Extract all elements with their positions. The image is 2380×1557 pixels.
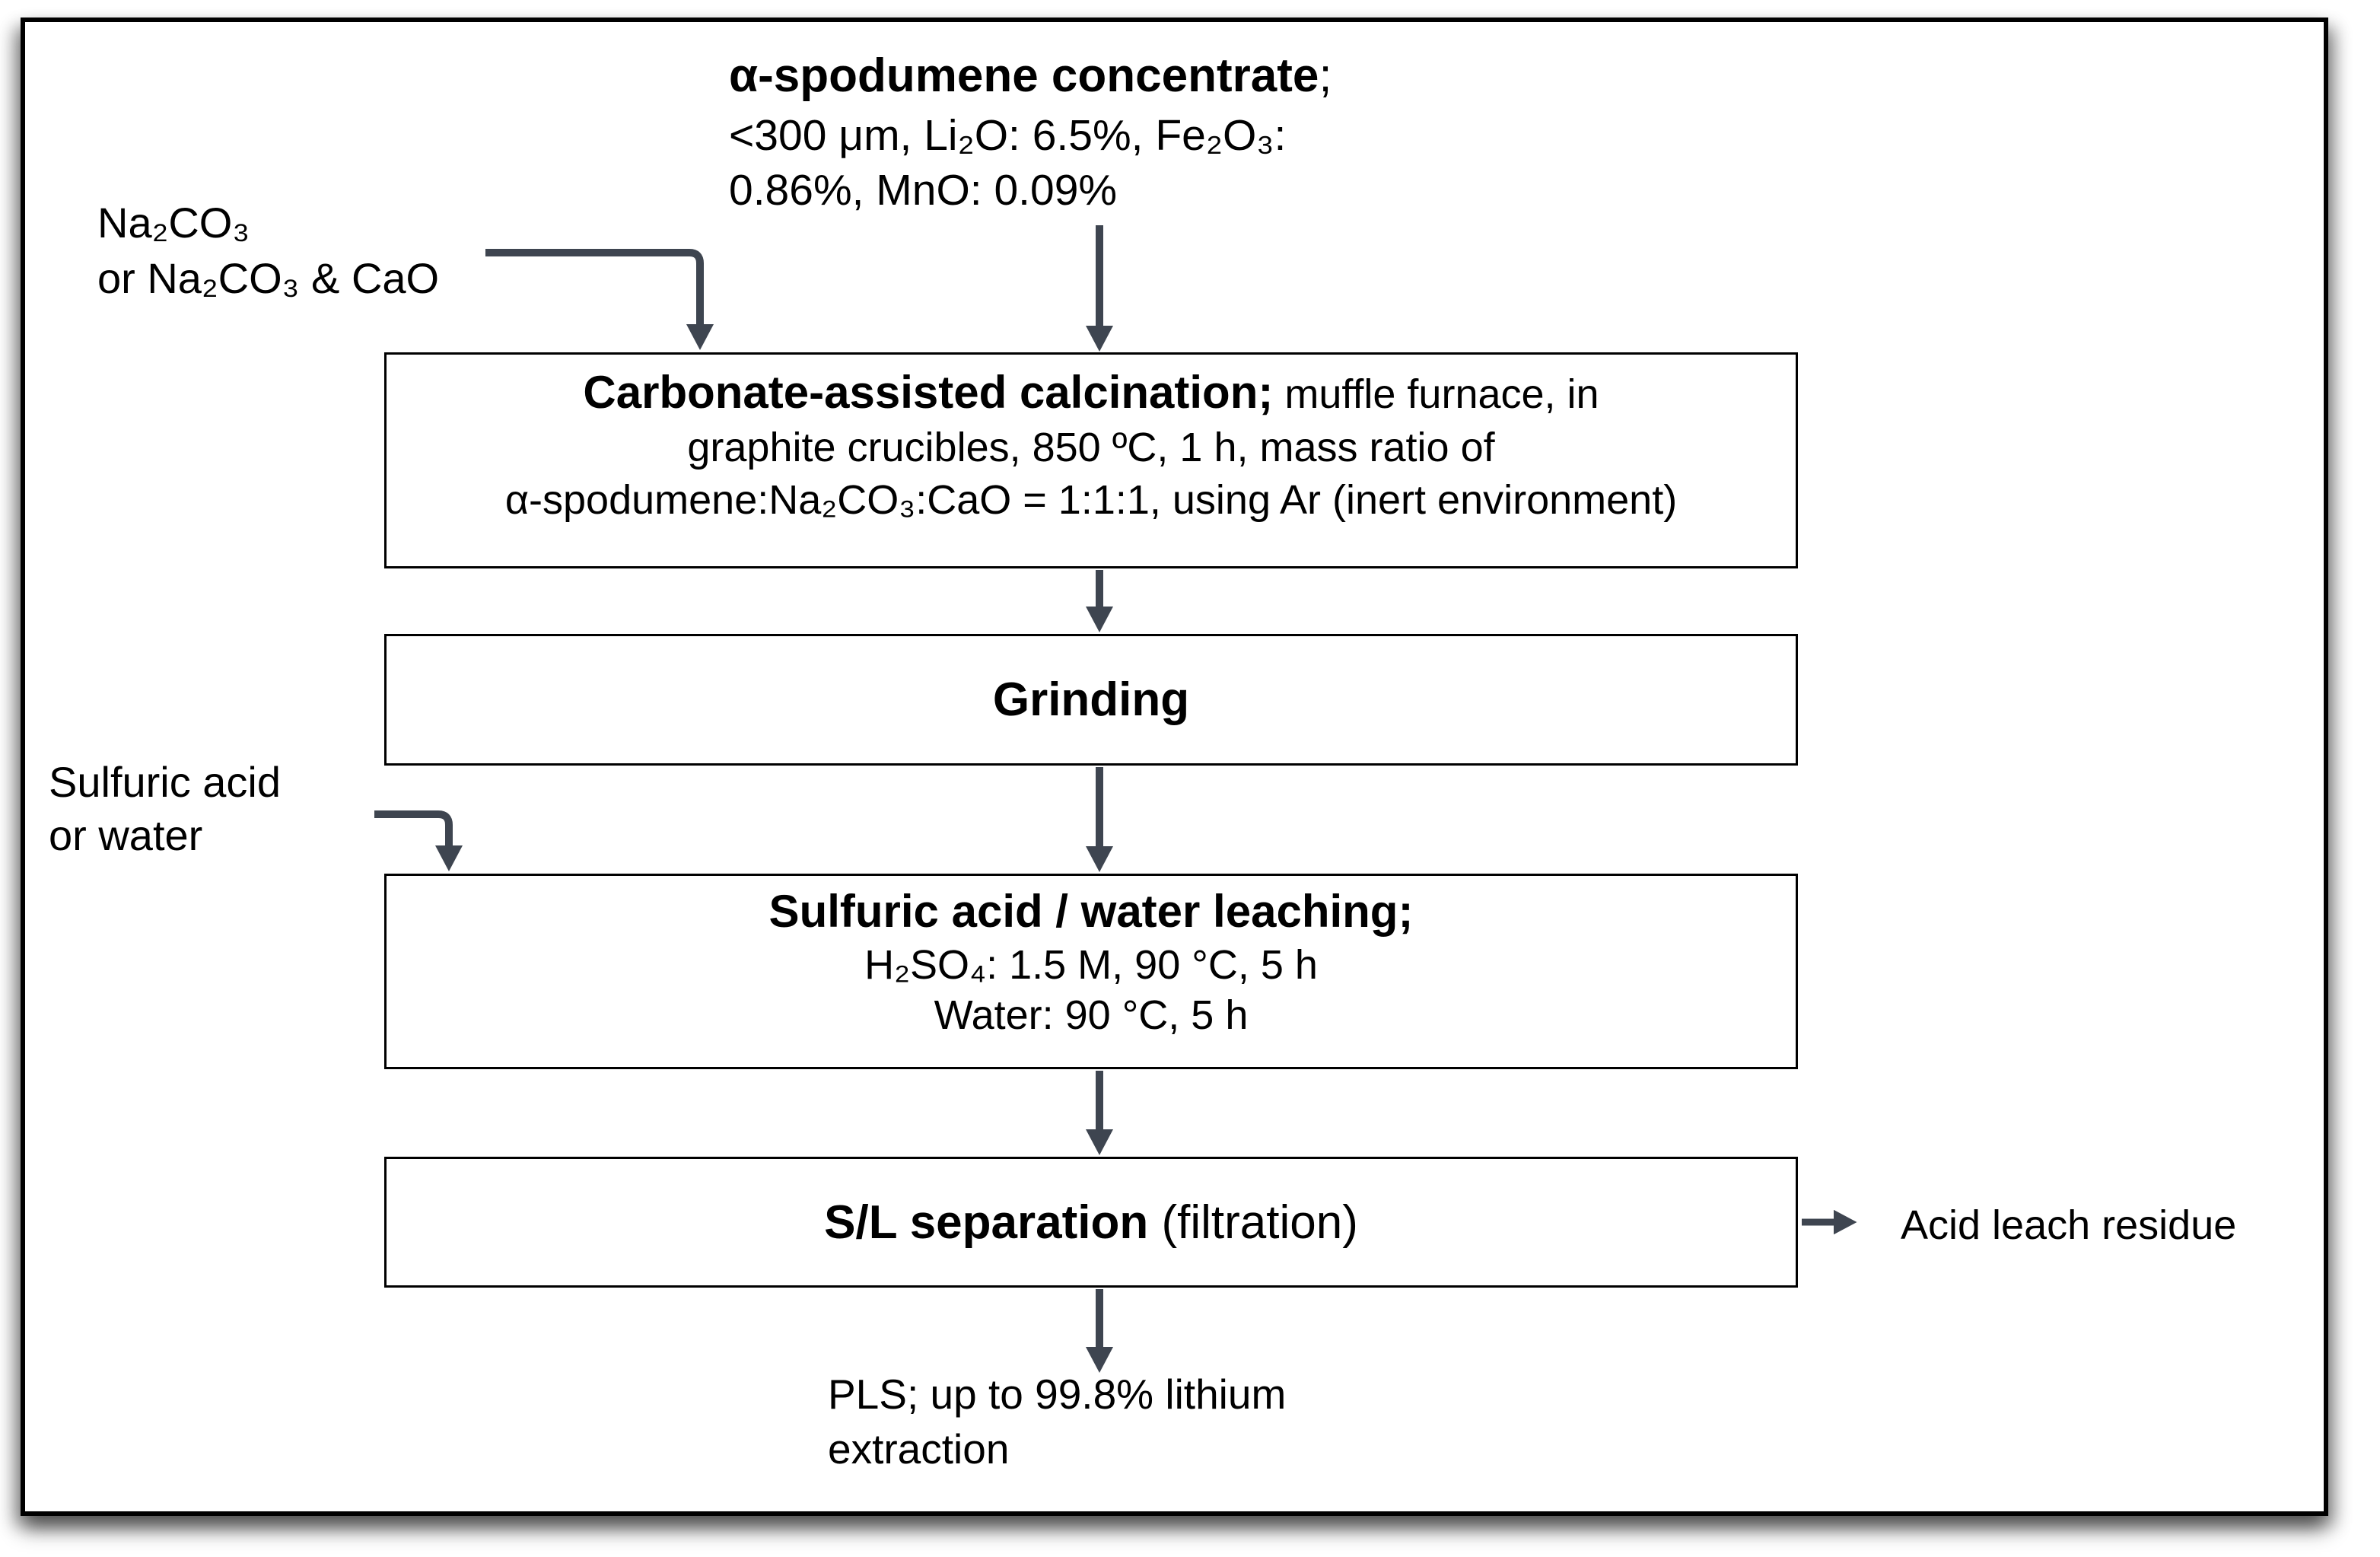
process-box-calcination: Carbonate-assisted calcination; muffle f… xyxy=(384,352,1798,568)
feed-material-title: α-spodumene concentrate; xyxy=(729,49,1332,102)
feed-material-label: α-spodumene concentrate; <300 μm, Li₂O: … xyxy=(729,44,1332,218)
calcination-detail-line: α-spodumene:Na₂CO₃:CaO = 1:1:1, using Ar… xyxy=(504,477,1678,523)
leaching-detail-line: Water: 90 °C, 5 h xyxy=(934,992,1249,1038)
calcination-detail-line: graphite crucibles, 850 ºC, 1 h, mass ra… xyxy=(687,425,1495,470)
carbonate-reagent-line: Na₂CO₃ xyxy=(97,199,250,247)
process-box-leaching: Sulfuric acid / water leaching; H₂SO₄: 1… xyxy=(384,874,1798,1069)
pls-output-line: extraction xyxy=(828,1425,1010,1473)
acid-reagent-line: or water xyxy=(49,811,203,859)
leaching-detail-line: H₂SO₄: 1.5 M, 90 °C, 5 h xyxy=(864,942,1318,988)
feed-material-spec-line: <300 μm, Li₂O: 6.5%, Fe₂O₃: xyxy=(729,111,1287,160)
feed-material-spec-line: 0.86%, MnO: 0.09% xyxy=(729,166,1118,215)
process-box-separation: S/L separation (filtration) xyxy=(384,1157,1798,1288)
arrow-carbonate-feed xyxy=(485,249,714,350)
carbonate-reagent-line: or Na₂CO₃ & CaO xyxy=(97,254,440,302)
grinding-title: Grinding xyxy=(992,673,1190,726)
calcination-title-line: Carbonate-assisted calcination; muffle f… xyxy=(583,367,1599,418)
separation-title: S/L separation (filtration) xyxy=(824,1196,1358,1249)
process-box-grinding: Grinding xyxy=(384,634,1798,766)
pls-output-label: PLS; up to 99.8% lithium extraction xyxy=(828,1367,1286,1476)
acid-reagent-line: Sulfuric acid xyxy=(49,758,282,806)
leaching-title: Sulfuric acid / water leaching; xyxy=(768,886,1414,937)
carbonate-reagent-label: Na₂CO₃ or Na₂CO₃ & CaO xyxy=(97,195,439,306)
arrow-acid-feed xyxy=(374,810,463,871)
residue-output-label: Acid leach residue xyxy=(1901,1202,2237,1248)
acid-reagent-label: Sulfuric acid or water xyxy=(49,756,281,862)
pls-output-line: PLS; up to 99.8% lithium xyxy=(828,1371,1287,1418)
